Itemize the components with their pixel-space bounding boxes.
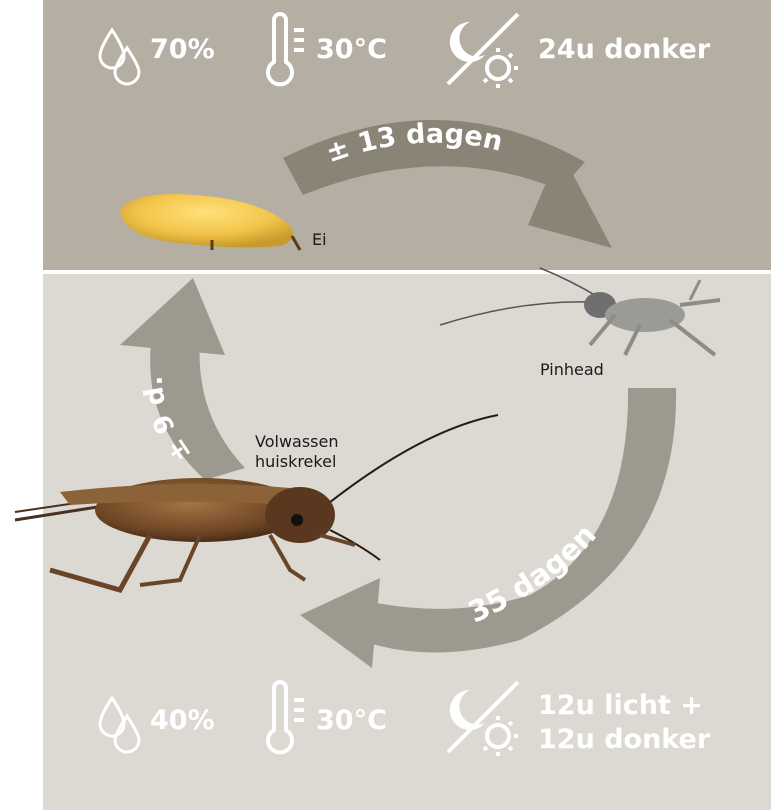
bottom-light-line2: 12u donker [538,724,710,755]
bottom-light-line1: 12u licht + [538,690,703,721]
egg-illustration [120,194,300,250]
pinhead-label: Pinhead [540,360,604,380]
top-humidity-value: 70% [150,34,215,65]
day-night-icon-top [448,14,518,88]
bottom-humidity-value: 40% [150,705,215,736]
thermometer-icon-top [268,14,304,84]
pinhead-illustration [440,268,720,355]
arrow-pinhead-to-adult [300,388,676,668]
adult-label-line1: Volwassen [255,432,338,452]
humidity-icon-bottom [100,698,139,752]
egg-label: Ei [312,230,327,250]
bottom-temperature-value: 30°C [316,705,387,736]
day-night-icon-bottom [448,682,518,756]
thermometer-icon-bottom [268,682,304,752]
top-temperature-value: 30°C [316,34,387,65]
top-light-value: 24u donker [538,34,710,65]
humidity-icon-top [100,30,139,84]
adult-label-line2: huiskrekel [255,452,336,472]
